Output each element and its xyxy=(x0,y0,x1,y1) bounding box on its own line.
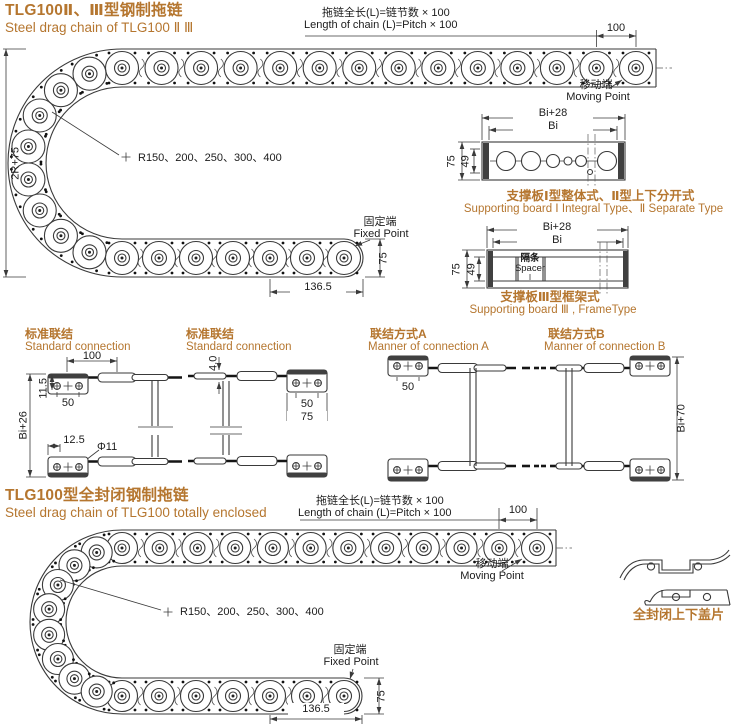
std2-dim-75: 75 xyxy=(287,411,327,424)
board3-caption-zh: 支撑板Ⅲ型框架式 xyxy=(500,290,600,304)
bottom-moving-point-zh: 移动端 xyxy=(475,558,509,570)
board3-inner-dim: Bi xyxy=(517,234,597,247)
bottom-fixed-point-zh: 固定端 xyxy=(333,644,367,656)
board3-inner-height-dim: 49 xyxy=(465,263,478,276)
std1-dim-hole: Φ11 xyxy=(97,441,118,453)
bottom-length-formula-zh: 拖链全长(L)=链节数 × 100 xyxy=(316,495,444,507)
bottom-length-formula-en: Length of chain (L)=Pitch × 100 xyxy=(298,507,452,519)
bottom-band-dim: 75 xyxy=(375,690,388,703)
top-fixed-point-zh: 固定端 xyxy=(363,216,397,228)
bottom-pitch-dim: 100 xyxy=(508,504,528,516)
top-moving-point-en: Moving Point xyxy=(566,91,630,103)
board1-caption-en: Supporting board Ⅰ Integral Type、Ⅱ Separ… xyxy=(463,203,724,215)
std1-dim-50: 50 xyxy=(55,397,81,410)
top-dimension-lines xyxy=(3,30,637,297)
std-connection-1-drawing xyxy=(26,357,182,478)
std2-title-en: Standard connection xyxy=(186,341,292,353)
connection-a-drawing xyxy=(387,355,539,482)
board3-spacer-zh: 隔条 xyxy=(520,253,540,264)
board1-height-dim: 75 xyxy=(445,155,458,168)
top-radius-options: R150、200、250、300、400 xyxy=(138,152,282,164)
supporting-board-integral-drawing xyxy=(458,114,626,188)
top-fixed-point-en: Fixed Point xyxy=(353,228,409,240)
cover-plates-drawing xyxy=(619,549,731,606)
cover-plate-label: 全封闭上下盖片 xyxy=(633,607,725,622)
std1-dim-11-5: 11.5 xyxy=(37,378,50,399)
std2-title-zh: 标准联结 xyxy=(186,327,235,341)
bottom-title-en: Steel drag chain of TLG100 totally enclo… xyxy=(5,505,267,520)
top-title-en: Steel drag chain of TLG100 Ⅱ Ⅲ xyxy=(5,20,194,35)
std2-dim-4: 4.0 xyxy=(207,355,220,371)
bottom-dimension-lines xyxy=(59,508,538,724)
manner-b-title-en: Manner of connection B xyxy=(544,341,666,353)
std2-dim-50: 50 xyxy=(294,398,320,411)
bottom-moving-point-en: Moving Point xyxy=(460,570,524,582)
std1-dim-12-5: 12.5 xyxy=(63,434,85,446)
manner-b-dim-bi70: Bi+70 xyxy=(675,404,688,433)
bottom-radius-options: R150、200、250、300、400 xyxy=(180,606,324,618)
top-pitch-dim: 100 xyxy=(606,22,626,34)
std1-dim-bi26: Bi+26 xyxy=(17,411,30,440)
top-band-dim: 75 xyxy=(377,252,390,265)
top-height-dim: 2R+75 xyxy=(9,146,22,180)
board1-caption-zh: 支撑板Ⅰ型整体式、Ⅱ型上下分开式 xyxy=(506,189,695,203)
board1-outer-dim: Bi+28 xyxy=(513,107,593,120)
manner-b-title-zh: 联结方式B xyxy=(548,327,605,341)
bottom-chain-drawing xyxy=(29,529,572,715)
connection-b-drawing xyxy=(541,355,684,482)
std1-title-zh: 标准联结 xyxy=(25,327,74,341)
board3-spacer-en: Spacer xyxy=(514,263,546,274)
manner-a-title-en: Manner of connection A xyxy=(368,341,489,353)
manner-a-title-zh: 联结方式A xyxy=(370,327,427,341)
supporting-board-frame-drawing xyxy=(462,226,629,296)
board3-height-dim: 75 xyxy=(450,263,463,276)
bottom-fixed-point-en: Fixed Point xyxy=(323,656,379,668)
top-title-zh: TLG100Ⅱ、Ⅲ型钢制拖链 xyxy=(5,2,183,19)
bottom-end-dim: 136.5 xyxy=(288,703,344,716)
board1-inner-dim: Bi xyxy=(513,120,593,133)
top-length-formula-zh: 拖链全长(L)=链节数 × 100 xyxy=(322,7,450,19)
std1-title-en: Standard connection xyxy=(25,341,131,353)
manner-a-dim-50: 50 xyxy=(395,381,421,394)
bottom-title-zh: TLG100型全封闭钢制拖链 xyxy=(5,487,189,504)
std1-dim-100: 100 xyxy=(82,350,102,362)
board3-caption-en: Supporting board Ⅲ , FrameType xyxy=(469,304,637,316)
top-length-formula-en: Length of chain (L)=Pitch × 100 xyxy=(304,19,458,31)
top-chain-drawing xyxy=(7,48,672,278)
top-moving-point-zh: 移动端 xyxy=(579,79,613,91)
board1-inner-height-dim: 49 xyxy=(459,155,472,168)
top-end-dim: 136.5 xyxy=(290,281,346,294)
board3-outer-dim: Bi+28 xyxy=(517,221,597,234)
